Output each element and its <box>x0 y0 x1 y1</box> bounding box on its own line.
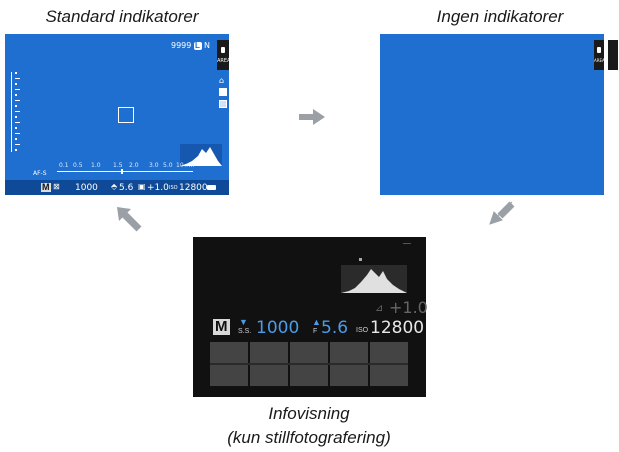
mode-label: M <box>42 182 50 192</box>
image-size-badge: L <box>194 41 202 50</box>
iso-label: ISO <box>356 327 369 334</box>
iso-label: ISO <box>169 185 178 191</box>
standard-screen: 9999 L N AREA ⌂ AF-S 0.1 0.5 1 <box>5 34 231 195</box>
info-screen: ⊿ +1.0 M ▼ S.S. 1000 ▲ F 5.6 ISO 12800 <box>193 237 428 397</box>
distance-tick: 2.0 <box>129 162 139 169</box>
top-dot-indicator <box>403 243 411 244</box>
iso-value: 12800 <box>179 183 208 193</box>
area-label: AREA <box>217 58 231 64</box>
shutter-icon: ▼ <box>239 317 248 327</box>
distance-tick: 10∞m <box>176 162 195 169</box>
caption-info: Infovisning <box>268 404 350 423</box>
exposure-icon: ▣ <box>138 182 146 191</box>
battery-icon <box>207 185 216 190</box>
histogram-icon <box>180 144 222 166</box>
tile-divider <box>210 363 408 365</box>
distance-scale: 0.1 0.5 1.0 1.5 2.0 3.0 5.0 10∞m <box>55 162 195 174</box>
settings-grid <box>210 342 410 387</box>
exposure-comp: +1.0 <box>389 298 428 317</box>
face-detect-icon: ⌂ <box>219 76 225 85</box>
distance-bar <box>57 171 193 172</box>
aperture-value: 5.6 <box>321 318 349 338</box>
distance-tick: 5.0 <box>163 162 173 169</box>
mode-label: M <box>215 318 228 335</box>
area-label: AREA <box>594 58 605 63</box>
exposure-comp-icon: ⊿ <box>375 303 384 314</box>
caption-info-sub: (kun stillfotografering) <box>227 428 391 447</box>
aperture-value: 5.6 <box>119 183 134 193</box>
shutter-speed: 1000 <box>256 318 300 338</box>
caption-standard: Standard indikatorer <box>45 7 199 26</box>
distance-tick: 1.5 <box>113 162 123 169</box>
area-button-tab[interactable]: AREA <box>594 40 605 70</box>
shutter-icon: ⊠ <box>53 182 60 191</box>
exposure-scale <box>11 72 20 152</box>
aperture-icon: ⬘ <box>111 182 118 191</box>
hand-icon <box>221 47 225 53</box>
arrow-right-icon <box>299 109 325 125</box>
caption-none: Ingen indikatorer <box>436 7 564 26</box>
ss-label: S.S. <box>238 328 252 335</box>
hand-icon <box>597 47 601 53</box>
exposure-comp: +1.0 <box>147 183 169 193</box>
image-size-label: L <box>195 41 200 50</box>
shutter-speed: 1000 <box>75 183 98 193</box>
arrow-up-left-icon <box>117 207 142 232</box>
focus-mode: AF-S <box>33 170 47 177</box>
iso-value: 12800 <box>370 318 425 338</box>
distance-indicator <box>121 169 123 174</box>
histogram-icon <box>341 265 407 293</box>
f-label: F <box>313 328 318 335</box>
frames-count: 9999 <box>171 41 192 50</box>
distance-tick: 0.5 <box>73 162 83 169</box>
distance-tick: 0.1 <box>59 162 69 169</box>
quality-label: N <box>204 41 210 50</box>
small-marker <box>359 258 362 261</box>
arrow-down-left-icon <box>489 201 515 225</box>
mode-badge: M <box>41 182 51 192</box>
focus-frame-icon[interactable] <box>118 107 134 123</box>
distance-tick: 1.0 <box>91 162 101 169</box>
wb-icon <box>219 100 227 108</box>
area-button[interactable] <box>608 40 618 70</box>
aperture-icon: ▲ <box>312 317 321 327</box>
area-button[interactable]: AREA <box>217 40 231 70</box>
mode-badge: M <box>213 318 230 335</box>
film-sim-icon <box>219 88 227 96</box>
status-bar: M ⊠ 1000 ⬘ 5.6 ▣ +1.0 ISO 12800 <box>5 180 229 195</box>
distance-tick: 3.0 <box>149 162 159 169</box>
no-indicator-screen: AREA <box>380 34 618 195</box>
